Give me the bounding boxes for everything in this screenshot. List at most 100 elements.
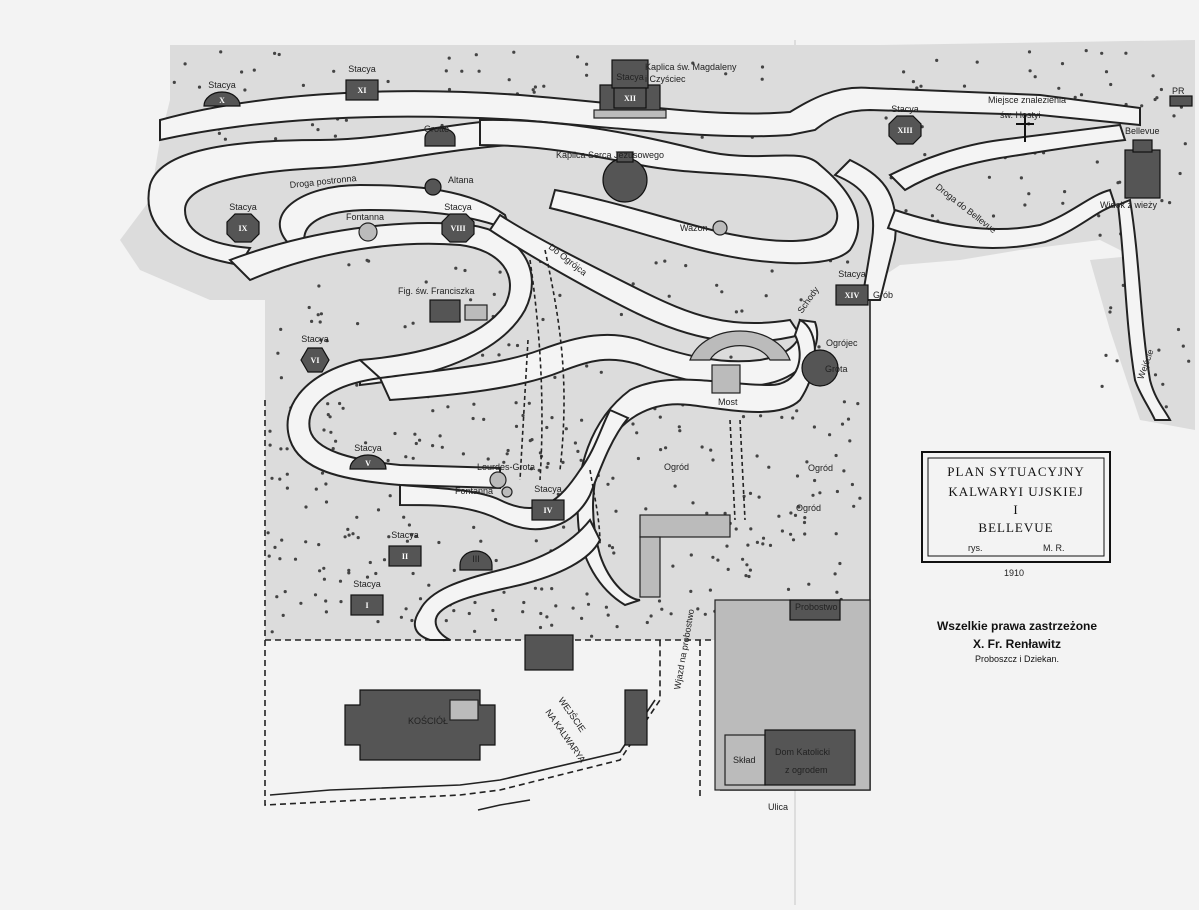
tree-dot: [346, 527, 350, 532]
buildings: [344, 59, 1193, 791]
tree-dot: [217, 131, 221, 135]
tree-dot: [850, 482, 855, 487]
tree-dot: [852, 504, 856, 508]
tree-dot: [494, 558, 498, 563]
tree-dot: [474, 53, 478, 57]
tree-dot: [399, 615, 403, 619]
tree-dot: [1027, 192, 1031, 196]
tree-dot: [319, 338, 323, 342]
tree-dot: [477, 69, 481, 73]
tree-dot: [1160, 199, 1164, 203]
tree-dot: [780, 415, 784, 419]
tree-dot: [527, 401, 531, 405]
tree-dot: [659, 448, 663, 452]
tree-dot: [1157, 348, 1161, 352]
tree-dot: [658, 415, 662, 419]
tree-dot: [838, 561, 842, 566]
map-label-jezusowego: Jezusowego: [614, 150, 664, 160]
tree-dot: [654, 261, 658, 265]
tree-dot: [317, 543, 321, 547]
stations-layer: XStacyaXIStacyaXIIStacyaXIIIStacyaXIVSta…: [203, 64, 922, 616]
rights-line-1: Wszelkie prawa zastrzeżone: [937, 619, 1097, 633]
tree-dot: [724, 72, 728, 76]
tree-dot: [514, 424, 519, 428]
tree-dot: [1153, 97, 1157, 102]
tree-dot: [310, 123, 315, 127]
station-label: Stacya: [838, 269, 866, 279]
tree-dot: [514, 401, 518, 405]
tree-dot: [273, 545, 277, 550]
tree-dot: [1183, 142, 1187, 146]
tree-dot: [573, 441, 578, 445]
tree-dot: [1181, 344, 1185, 348]
tree-dot: [645, 620, 649, 625]
tree-dot: [1104, 353, 1108, 357]
probostwo-building: [789, 599, 841, 621]
tree-dot: [919, 84, 923, 88]
map-label-ulica: Ulica: [768, 802, 788, 812]
tree-dot: [663, 259, 667, 263]
cartouche: PLAN SYTUACYJNY KALWARYI UJSKIEJ I BELLE…: [921, 451, 1111, 578]
station-number: II: [402, 552, 408, 561]
map-label-most: Most: [718, 397, 738, 407]
tree-dot: [541, 317, 545, 322]
tree-dot: [347, 571, 351, 575]
tree-dot: [726, 567, 730, 572]
station-label: Stacya: [616, 72, 644, 82]
tree-dot: [285, 472, 289, 476]
map-label-bellevue: Bellevue: [1125, 126, 1160, 136]
tree-dot: [700, 135, 704, 139]
station-number: IX: [239, 224, 248, 233]
tree-dot: [833, 572, 837, 576]
tree-dot: [376, 620, 380, 624]
tree-dot: [438, 434, 442, 438]
map-label-grotte: Grotte: [424, 124, 449, 134]
tree-dot: [279, 447, 283, 451]
rights-block: Wszelkie prawa zastrzeżone X. Fr. Renław…: [937, 619, 1097, 664]
tree-dot: [413, 432, 417, 436]
tree-dot: [576, 55, 580, 59]
tree-dot: [607, 544, 612, 548]
station-number: XIV: [845, 291, 860, 300]
cartouche-line-4: BELLEVUE: [978, 520, 1053, 535]
kalwarya-steps: [524, 634, 574, 671]
tree-dot: [799, 298, 803, 302]
tree-dot: [935, 58, 939, 63]
station-number: IV: [544, 506, 553, 515]
tree-dot: [1116, 181, 1120, 185]
tree-dot: [811, 493, 815, 497]
tree-dot: [673, 484, 677, 488]
tree-dot: [491, 608, 495, 613]
tree-dot: [1161, 382, 1165, 386]
tree-dot: [283, 590, 287, 594]
tree-dot: [689, 589, 693, 594]
tree-dot: [223, 137, 227, 141]
church-chapel: [449, 699, 479, 721]
station-label: Stacya: [301, 334, 329, 344]
tree-dot: [461, 452, 465, 456]
tree-dot: [533, 586, 538, 590]
tree-dot: [355, 515, 359, 519]
tree-dot: [534, 539, 538, 543]
tree-dot: [700, 445, 704, 449]
tree-dot: [1151, 74, 1155, 78]
tree-dot: [502, 460, 506, 464]
tree-dot: [915, 86, 919, 90]
tree-dot: [376, 508, 381, 512]
tree-dot: [280, 538, 284, 542]
tree-dot: [338, 401, 342, 406]
tree-dot: [1187, 359, 1191, 363]
tree-dot: [542, 84, 546, 88]
tree-dot: [267, 554, 271, 558]
tree-dot: [304, 505, 308, 509]
map-label-z-ogrodem: z ogrodem: [785, 765, 828, 775]
tree-dot: [761, 542, 765, 546]
tree-dot: [711, 458, 715, 462]
tree-dot: [780, 529, 785, 533]
tree-dot: [703, 612, 707, 616]
tree-dot: [252, 68, 256, 72]
station-label: Stacya: [444, 202, 472, 212]
tree-dot: [427, 583, 431, 587]
